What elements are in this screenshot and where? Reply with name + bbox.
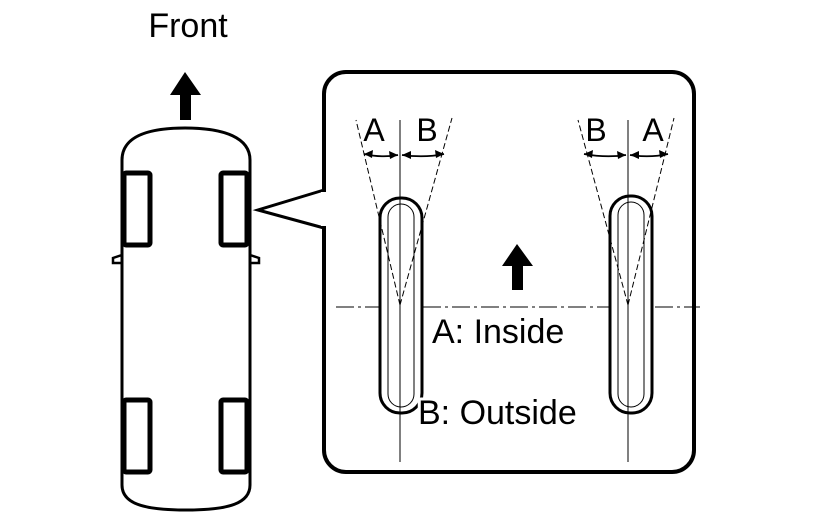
- outside-legend: B: Outside: [418, 394, 577, 432]
- inside-legend: A: Inside: [432, 313, 564, 351]
- front-label: Front: [148, 7, 228, 45]
- front-left-wheel: [121, 170, 153, 248]
- right-wheel-detail: [577, 117, 675, 462]
- front-right-wheel: [218, 170, 250, 248]
- rear-right-wheel: [218, 397, 250, 475]
- detail-arrow-icon: [502, 244, 533, 290]
- right-angle-a-label: A: [642, 112, 664, 148]
- rear-left-wheel: [121, 397, 153, 475]
- car-top-view: [111, 126, 261, 512]
- left-wheel-detail: [355, 117, 453, 462]
- left-angle-b-label: B: [416, 112, 437, 148]
- left-angle-a-label: A: [363, 112, 385, 148]
- front-arrow-icon: [170, 72, 201, 120]
- callout-pointer: [252, 188, 325, 230]
- right-angle-b-label: B: [585, 112, 606, 148]
